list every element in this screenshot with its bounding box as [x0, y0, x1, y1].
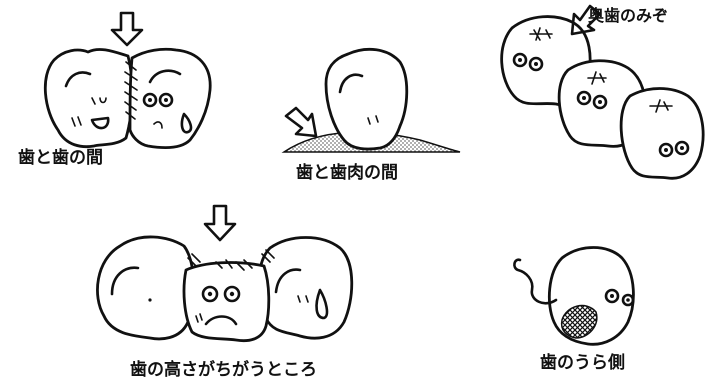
left-tooth	[43, 48, 134, 148]
caption-back-of-tooth: 歯のうら側	[540, 353, 625, 373]
down-arrow-icon	[110, 11, 144, 47]
panel-back-of-tooth	[513, 246, 635, 346]
right-tooth	[257, 236, 354, 340]
down-arrow-icon	[203, 204, 237, 242]
caption-uneven-height: 歯の高さがちがうところ	[130, 360, 317, 380]
panel-uneven-height	[96, 204, 354, 343]
panel-between-tooth-gum	[281, 47, 461, 153]
tooth-3	[619, 87, 705, 180]
caption-molar-grooves: 奥歯のみぞ	[588, 6, 669, 25]
middle-tooth	[182, 261, 271, 343]
plaque-patch	[560, 304, 598, 339]
panel-molar-grooves	[500, 4, 705, 180]
caption-between-teeth: 歯と歯の間	[18, 148, 103, 168]
panel-between-teeth	[43, 11, 212, 150]
right-tooth	[128, 47, 212, 150]
diagonal-arrow-icon	[570, 4, 602, 36]
tooth	[324, 47, 409, 151]
plaque-shading	[124, 61, 138, 120]
diagonal-arrow-icon	[284, 106, 318, 138]
left-tooth	[96, 235, 195, 341]
caption-between-tooth-gum: 歯と歯肉の間	[296, 163, 398, 183]
